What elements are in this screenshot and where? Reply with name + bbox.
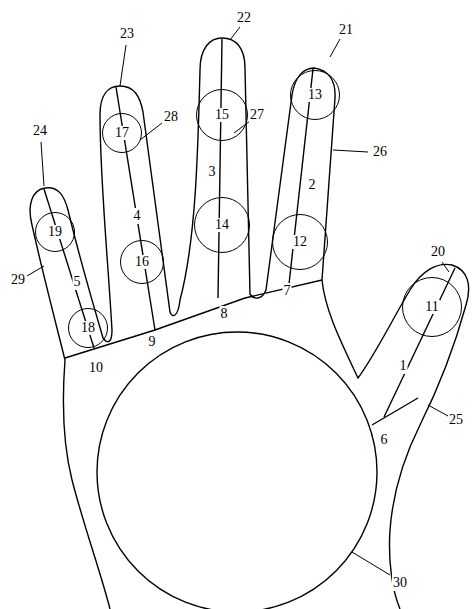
callout-number: 20 bbox=[430, 244, 446, 260]
callout-number: 16 bbox=[134, 255, 150, 269]
measure-circle: 11 bbox=[402, 277, 462, 337]
callout-number: 12 bbox=[292, 235, 308, 249]
callout-number: 21 bbox=[338, 22, 354, 38]
leader-line bbox=[41, 142, 44, 186]
callout-number: 10 bbox=[88, 360, 104, 376]
leader-line bbox=[333, 150, 368, 152]
leader-line bbox=[27, 266, 44, 276]
callout-number: 18 bbox=[80, 321, 96, 335]
callout-number: 14 bbox=[214, 218, 230, 232]
callout-number: 5 bbox=[73, 274, 82, 290]
leader-line bbox=[230, 27, 240, 40]
measure-circle: 13 bbox=[290, 70, 340, 120]
measure-circle: 12 bbox=[272, 214, 328, 270]
finger-axis bbox=[218, 39, 222, 298]
leader-line bbox=[234, 121, 250, 133]
callout-number: 26 bbox=[372, 144, 388, 160]
hand-outline bbox=[30, 38, 469, 609]
finger-axis bbox=[116, 87, 155, 330]
leader-line bbox=[352, 552, 390, 575]
measure-circle: 17 bbox=[102, 113, 142, 153]
callout-number: 25 bbox=[448, 412, 464, 428]
finger-axis bbox=[384, 268, 455, 417]
measure-circle: 15 bbox=[196, 89, 248, 141]
callout-number: 6 bbox=[380, 432, 389, 448]
callout-number: 2 bbox=[308, 177, 317, 193]
leader-line bbox=[442, 262, 449, 272]
callout-number: 3 bbox=[208, 164, 217, 180]
callout-number: 9 bbox=[148, 334, 157, 350]
leader-line bbox=[120, 45, 126, 86]
leader-line bbox=[428, 405, 448, 416]
callout-number: 24 bbox=[32, 123, 48, 139]
measure-circle: 19 bbox=[35, 212, 75, 252]
callout-number: 7 bbox=[283, 283, 292, 299]
palm-circle bbox=[97, 332, 377, 609]
measure-circle: 14 bbox=[194, 197, 250, 253]
callout-number: 8 bbox=[220, 306, 229, 322]
palm-top-line bbox=[65, 280, 322, 358]
callout-number: 11 bbox=[424, 300, 439, 314]
callout-number: 30 bbox=[392, 575, 408, 591]
callout-number: 28 bbox=[163, 109, 179, 125]
callout-number: 22 bbox=[236, 10, 252, 26]
thumb-base-line bbox=[372, 398, 418, 425]
callout-number: 19 bbox=[47, 225, 63, 239]
callout-number: 4 bbox=[133, 208, 142, 224]
callout-number: 1 bbox=[399, 358, 408, 374]
measure-circle: 16 bbox=[120, 240, 164, 284]
callout-number: 27 bbox=[249, 107, 265, 123]
leader-line bbox=[140, 123, 162, 140]
leader-line bbox=[330, 39, 340, 57]
callout-number: 29 bbox=[10, 272, 26, 288]
callout-number: 15 bbox=[214, 108, 230, 122]
callout-number: 23 bbox=[119, 26, 135, 42]
callout-number: 17 bbox=[114, 126, 130, 140]
measure-circle: 18 bbox=[68, 308, 108, 348]
callout-number: 13 bbox=[307, 88, 323, 102]
